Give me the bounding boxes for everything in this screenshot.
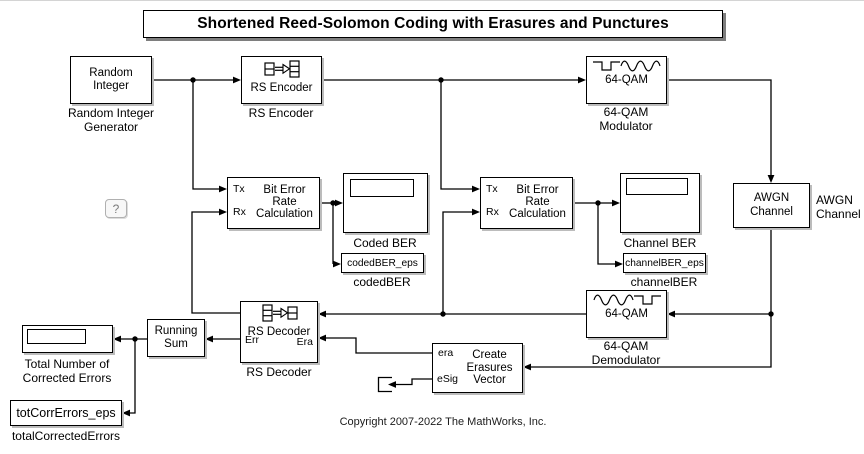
wire-esig-terminator	[396, 378, 432, 386]
create-erasures-text: Create Erasures Vector	[466, 349, 513, 387]
wire-decoder-codedber-rx	[191, 211, 240, 314]
label-channel-ber-display: Channel BER	[623, 236, 697, 250]
block-channelber-workspace[interactable]: channelBER_eps	[623, 253, 706, 273]
wire-mod-awgn	[667, 79, 772, 175]
label-totcorrerrors-workspace: totalCorrectedErrors	[11, 429, 121, 443]
wire-channelber-ws	[597, 203, 615, 265]
block-awgn-channel[interactable]: AWGN Channel	[733, 183, 810, 228]
help-button[interactable]: ?	[105, 199, 127, 218]
block-random-integer-generator[interactable]: Random Integer	[70, 56, 152, 104]
port-era: Era	[296, 336, 313, 348]
label-channelber-workspace: channelBER	[630, 275, 698, 289]
block-rs-encoder[interactable]: RS Encoder	[241, 56, 322, 104]
block-qam-demodulator[interactable]: 64-QAM	[586, 290, 667, 338]
block-total-errors-display[interactable]	[22, 325, 113, 353]
label-total-errors-display: Total Number of Corrected Errors	[22, 357, 112, 385]
block-coded-ber-display[interactable]	[343, 173, 428, 233]
port-esig-out: eSig	[437, 373, 459, 385]
label-qam-modulator: 64-QAM Modulator	[599, 105, 653, 133]
port-err: Err	[245, 334, 259, 346]
block-coded-ber-calculation[interactable]: Tx Rx Bit Error Rate Calculation	[227, 177, 320, 229]
label-random-integer-generator: Random Integer Generator	[67, 106, 155, 134]
channel-ber-calc-text: Bit Error Rate Calculation	[509, 184, 566, 220]
rs-decoder-text: RS Decoder	[247, 326, 311, 338]
block-channel-ber-display[interactable]	[620, 173, 700, 233]
label-rs-encoder: RS Encoder	[248, 106, 314, 120]
block-totcorrerrors-workspace[interactable]: totCorrErrors_eps	[10, 400, 122, 426]
qam-demodulator-icon	[592, 294, 661, 306]
wire-randint-codedber-tx	[192, 80, 219, 190]
qam-demodulator-text: 64-QAM	[605, 308, 648, 320]
label-rs-decoder: RS Decoder	[246, 365, 312, 379]
block-create-erasures-vector[interactable]: era eSig Create Erasures Vector	[432, 343, 523, 393]
port-rx: Rx	[486, 206, 499, 218]
wire-runningsum-totws	[130, 339, 136, 414]
port-rx: Rx	[233, 206, 246, 218]
total-errors-display-screen	[27, 329, 86, 344]
block-running-sum[interactable]: Running Sum	[147, 319, 205, 357]
label-awgn-channel: AWGN Channel	[816, 193, 861, 221]
block-channel-ber-calculation[interactable]: Tx Rx Bit Error Rate Calculation	[480, 177, 573, 229]
block-rs-decoder[interactable]: RS Decoder Err Era	[240, 301, 318, 363]
port-tx: Tx	[233, 183, 245, 195]
copyright-text: Copyright 2007-2022 The MathWorks, Inc.	[339, 416, 547, 428]
wire-encoder-channelber-tx	[440, 80, 472, 190]
rs-decoder-icon	[262, 304, 298, 322]
wire-era-decoder	[326, 337, 432, 354]
label-qam-demodulator: 64-QAM Demodulator	[591, 339, 661, 367]
coded-ber-calc-text: Bit Error Rate Calculation	[256, 184, 313, 220]
model-title: Shortened Reed-Solomon Coding with Erasu…	[143, 10, 723, 38]
wire-demod-channelber-rx	[442, 211, 472, 314]
coded-ber-display-screen	[350, 179, 414, 197]
terminator-icon	[377, 376, 392, 393]
qam-modulator-icon	[592, 60, 661, 72]
block-qam-modulator[interactable]: 64-QAM	[586, 56, 667, 104]
label-coded-ber-display: Coded BER	[353, 236, 417, 250]
channel-ber-display-screen	[626, 178, 688, 195]
port-era-out: era	[438, 347, 454, 359]
block-codedber-workspace[interactable]: codedBER_eps	[341, 253, 424, 273]
label-codedber-workspace: codedBER	[353, 275, 411, 289]
rs-encoder-text: RS Encoder	[250, 82, 313, 94]
port-tx: Tx	[486, 183, 498, 195]
qam-modulator-text: 64-QAM	[605, 74, 648, 86]
rs-encoder-icon	[263, 60, 300, 78]
wire-awgn-erasures	[531, 314, 772, 368]
